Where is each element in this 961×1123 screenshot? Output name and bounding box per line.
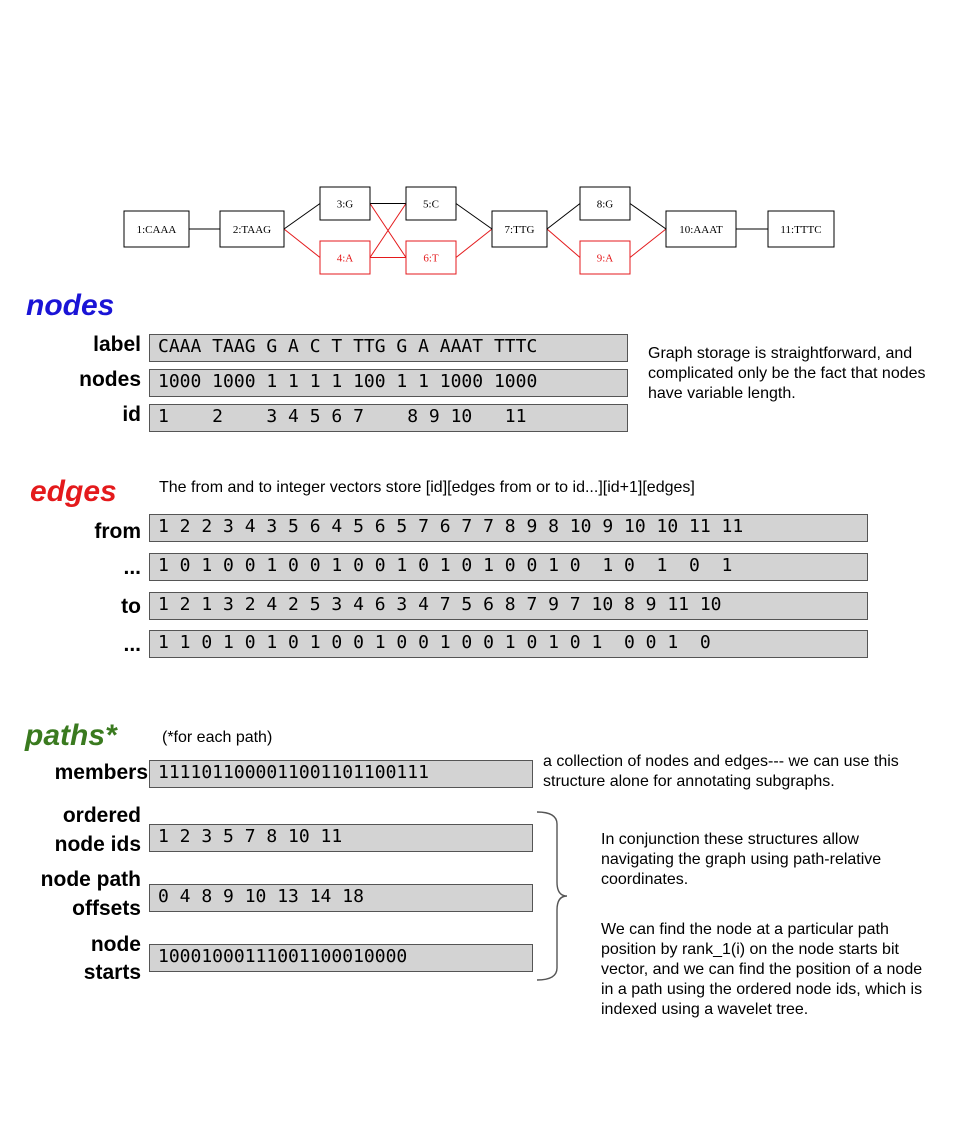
edges-row-label-from: from [94,520,141,543]
paths-node-offsets-vector: 0 4 8 9 10 13 14 18 [149,884,533,912]
graph-edge-4-5 [369,203,407,258]
edges-to-bitvector: 1 1 0 1 0 1 0 1 0 0 1 0 0 1 0 0 1 0 1 0 … [149,630,868,658]
graph-edge-2-3 [283,203,321,230]
graph-node-label-9: 9:A [597,253,614,265]
paths-section-title: paths* [25,719,117,752]
edges-note: The from and to integer vectors store [i… [159,479,695,496]
edges-row-label-to-bits: ... [123,633,141,656]
graph-node-label-7: 7:TTG [505,224,535,236]
paths-row-label-members: members [54,761,148,784]
graph-node-box-9 [579,240,631,275]
graph-node-label-3: 3:G [337,199,354,211]
edges-row-label-to: to [121,595,141,618]
graph-edge-5-7 [455,203,493,230]
paths-row-label-ordered-2: node ids [54,833,141,856]
nodes-row-label-id: id [122,403,141,426]
paths-row-label-starts-1: node [90,933,141,956]
paths-subtitle: (*for each path) [162,729,273,746]
graph-node-label-10: 10:AAAT [679,224,723,236]
edges-section-title: edges [30,475,117,508]
graph-node-box-1 [123,210,190,248]
graph-edges [189,203,768,258]
graph-node-box-2 [219,210,285,248]
graph-node-11: 11:TTTC [767,210,835,248]
graph-node-4: 4:A [319,240,371,275]
graph-node-9: 9:A [579,240,631,275]
graph-node-box-8 [579,186,631,221]
graph-node-box-5 [405,186,457,221]
graph-node-label-4: 4:A [337,253,354,265]
graph-node-box-3 [319,186,371,221]
nodes-label-vector: CAAA TAAG G A C T TTG G A AAAT TTTC [149,334,628,362]
graph-node-5: 5:C [405,186,457,221]
graph-node-label-5: 5:C [423,199,439,211]
edges-from-bitvector: 1 0 1 0 0 1 0 0 1 0 0 1 0 1 0 1 0 0 1 0 … [149,553,868,581]
graph-node-2: 2:TAAG [219,210,285,248]
paths-note-1: In conjunction these structures allow na… [601,831,882,888]
graph-nodes: 1:CAAA 2:TAAG 3:G 4:A 5:C 6:T 7:TTG 8:G 9:A 10:AA… [123,186,835,275]
graph-node-label-6: 6:T [423,253,439,265]
graph-node-box-4 [319,240,371,275]
graph-edge-8-10 [629,203,667,230]
graph-node-box-11 [767,210,835,248]
paths-members-note: a collection of nodes and edges--- we ca… [543,753,899,790]
graph-edge-9-10 [629,228,667,258]
paths-row-label-starts-2: starts [83,961,141,984]
edges-from-vector: 1 2 2 3 4 3 5 6 4 5 6 5 7 6 7 7 8 9 8 10… [149,514,868,542]
edges-to-vector: 1 2 1 3 2 4 2 5 3 4 6 3 4 7 5 6 8 7 9 7 … [149,592,868,620]
nodes-row-label-label: label [93,333,141,356]
graph-node-box-10 [665,210,737,248]
paths-row-label-ordered-1: ordered [62,804,141,827]
paths-brace [536,811,568,981]
edges-row-label-from-bits: ... [123,556,141,579]
paths-ordered-node-ids-vector: 1 2 3 5 7 8 10 11 [149,824,533,852]
graph-node-label-1: 1:CAAA [137,224,177,236]
graph-node-label-11: 11:TTTC [780,224,821,236]
nodes-id-vector: 1 2 3 4 5 6 7 8 9 10 11 [149,404,628,432]
graph-node-6: 6:T [405,240,457,275]
nodes-length-vector: 1000 1000 1 1 1 1 100 1 1 1000 1000 [149,369,628,397]
graph-edge-6-7 [455,228,493,258]
paths-row-label-offsets-2: offsets [72,897,141,920]
paths-row-label-offsets-1: node path [40,868,141,891]
variation-graph: 1:CAAA 2:TAAG 3:G 4:A 5:C 6:T 7:TTG 8:G 9:A 10:AA… [123,186,835,275]
graph-node-8: 8:G [579,186,631,221]
graph-edge-7-9 [546,228,581,258]
graph-edge-7-8 [546,203,581,230]
graph-node-3: 3:G [319,186,371,221]
graph-node-1: 1:CAAA [123,210,190,248]
paths-members-vector: 1111011000011001101100111 [149,760,533,788]
nodes-section-title: nodes [26,289,115,322]
graph-node-7: 7:TTG [491,210,548,248]
graph-node-box-6 [405,240,457,275]
graph-node-label-2: 2:TAAG [233,224,271,236]
graph-edge-2-4 [283,228,321,258]
nodes-note: Graph storage is straightforward, and co… [648,345,926,402]
graph-node-10: 10:AAAT [665,210,737,248]
paths-note-2: We can find the node at a particular pat… [601,921,923,1018]
nodes-row-label-nodes: nodes [79,368,141,391]
graph-node-label-8: 8:G [597,199,614,211]
graph-node-box-7 [491,210,548,248]
paths-node-starts-vector: 10001000111001100010000 [149,944,533,972]
